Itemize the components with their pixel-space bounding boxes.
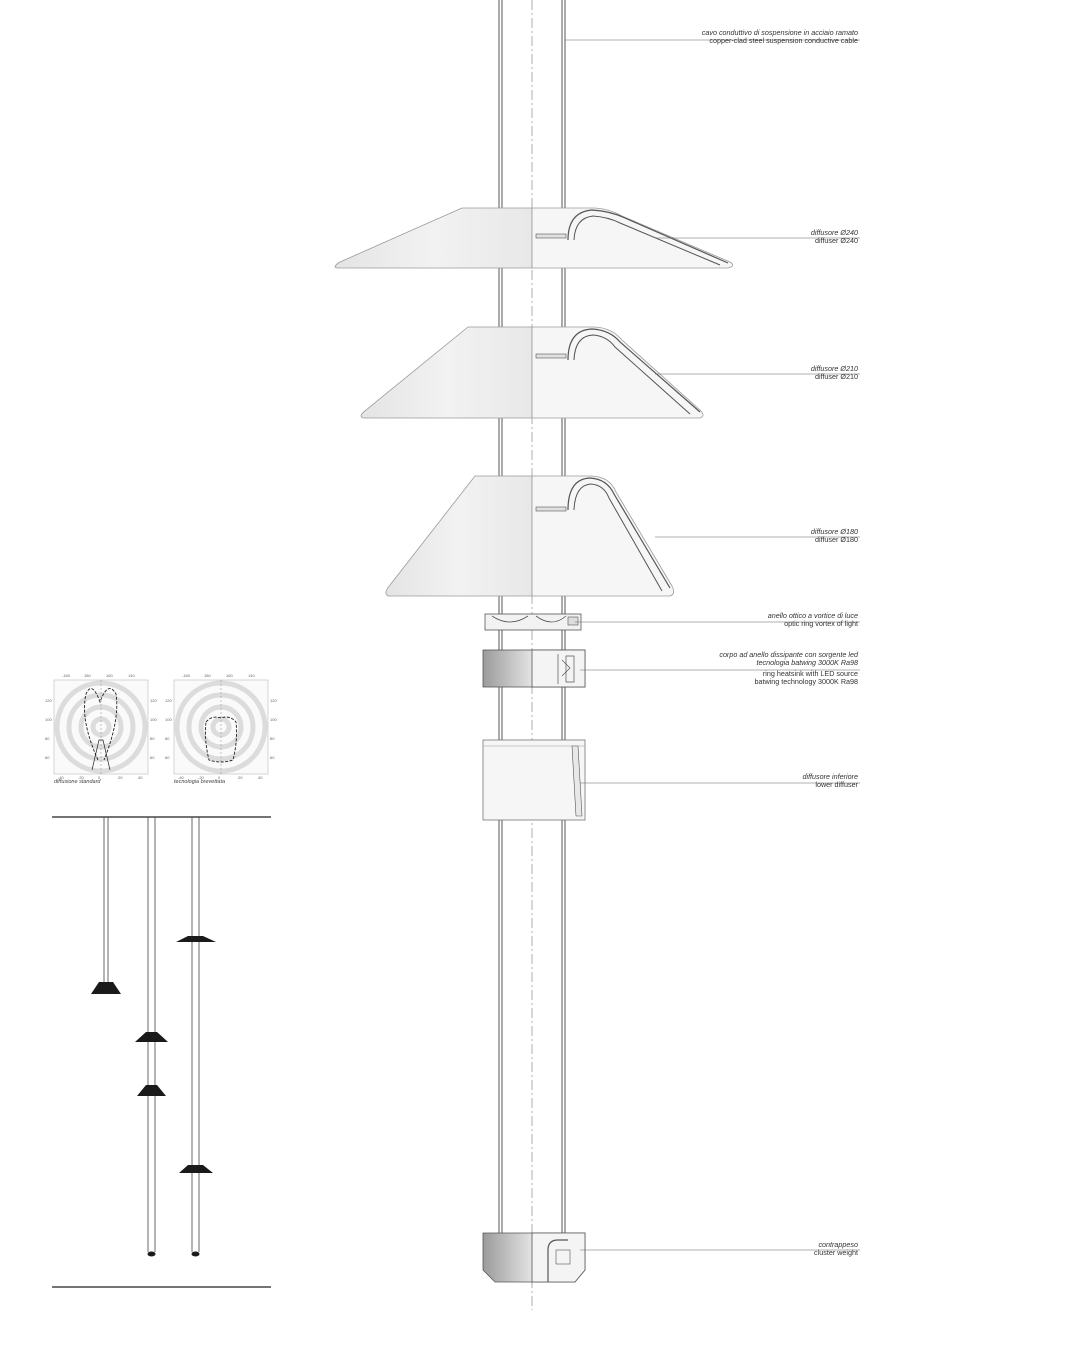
polar-side-tick: 60 [270,755,275,760]
polar-side-tick: 80 [150,736,155,741]
polar-top-tick: 140 [128,673,135,678]
label-heatsink-it2: tecnologia batwing 3000K Ra98 [756,658,859,668]
polar-top-tick: 140 [248,673,255,678]
label-lower-en: lower diffuser [815,780,858,790]
label-weight-it: contrappeso [818,1240,858,1249]
label-heatsink: corpo ad anello dissipante con sorgente … [719,650,859,687]
polar-top-tick: 180 [204,673,211,678]
label-optic-en: optic ring vortex of light [784,619,858,629]
label-lower-diffuser: diffusore inferiore lower diffuser [802,772,858,790]
label-heatsink-en2: batwing technology 3000K Ra98 [754,677,859,687]
polar-side-tick: 100 [165,717,172,722]
polar-bottom-tick: -40 [178,775,184,780]
polar-diagram-standard [53,679,149,775]
polar-side-tick: 80 [45,736,50,741]
label-d240-en: diffuser Ø240 [814,236,858,246]
label-d210-it: diffusore Ø210 [810,364,858,373]
label-optic-ring: anello ottico a vortice di luce optic ri… [767,611,858,629]
diffuser-210 [360,326,704,419]
label-weight-en: cluster weight [814,1248,858,1258]
polar-side-tick: 80 [270,736,275,741]
polar-side-tick: 100 [45,717,52,722]
label-cable-it: cavo conduttivo di sospensione in acciai… [701,28,858,37]
polar-side-tick: 60 [165,755,170,760]
installation-pendant-1 [91,817,121,994]
label-d240-it: diffusore Ø240 [810,228,858,237]
polar-bottom-tick: -20 [78,775,84,780]
cluster-weight [482,1232,586,1283]
polar-bottom-tick: 0 [98,775,101,780]
polar-caption-patented: tecnologia brevettata [174,779,226,785]
polar-side-tick: 120 [270,698,277,703]
lower-diffuser [482,739,586,821]
heatsink-body [482,649,586,688]
polar-side-tick: 100 [270,717,277,722]
polar-bottom-tick: -40 [58,775,64,780]
polar-top-tick: -160 [182,673,191,678]
diffuser-180 [385,475,674,597]
polar-side-tick: 120 [45,698,52,703]
polar-top-tick: 180 [84,673,91,678]
label-optic-it: anello ottico a vortice di luce [767,611,858,620]
label-cable: cavo conduttivo di sospensione in acciai… [701,28,858,46]
label-diffuser-210: diffusore Ø210 diffuser Ø210 [810,364,858,382]
installation-pendant-3 [176,817,216,1257]
polar-top-tick: 160 [106,673,113,678]
label-cable-en: copper-clad steel suspension conductive … [709,36,858,46]
diffuser-240 [334,207,733,269]
polar-side-tick: 120 [150,698,157,703]
polar-side-tick: 60 [150,755,155,760]
polar-top-tick: -160 [62,673,71,678]
polar-top-tick: 160 [226,673,233,678]
polar-side-tick: 100 [150,717,157,722]
polar-side-tick: 80 [165,736,170,741]
label-heatsink-en1: ring heatsink with LED source [762,668,858,678]
polar-bottom-tick: 20 [118,775,123,780]
polar-side-tick: 60 [45,755,50,760]
polar-bottom-tick: -20 [198,775,204,780]
label-diffuser-240: diffusore Ø240 diffuser Ø240 [810,228,858,246]
label-d180-it: diffusore Ø180 [810,527,858,536]
label-d210-en: diffuser Ø210 [814,372,858,382]
polar-side-tick: 120 [165,698,172,703]
optic-ring [484,613,582,631]
label-diffuser-180: diffusore Ø180 diffuser Ø180 [810,527,858,545]
polar-bottom-tick: 40 [258,775,263,780]
polar-diagram-patented [173,679,269,775]
polar-bottom-tick: 0 [218,775,221,780]
label-cluster-weight: contrappeso cluster weight [814,1240,858,1258]
label-lower-it: diffusore inferiore [802,772,858,781]
installation-pendant-2 [135,817,168,1257]
polar-bottom-tick: 20 [238,775,243,780]
label-heatsink-it1: corpo ad anello dissipante con sorgente … [719,650,858,659]
leader-lines [565,39,860,1251]
label-d180-en: diffuser Ø180 [814,535,858,545]
polar-caption-standard: diffusione standard [54,779,101,785]
polar-bottom-tick: 40 [138,775,143,780]
